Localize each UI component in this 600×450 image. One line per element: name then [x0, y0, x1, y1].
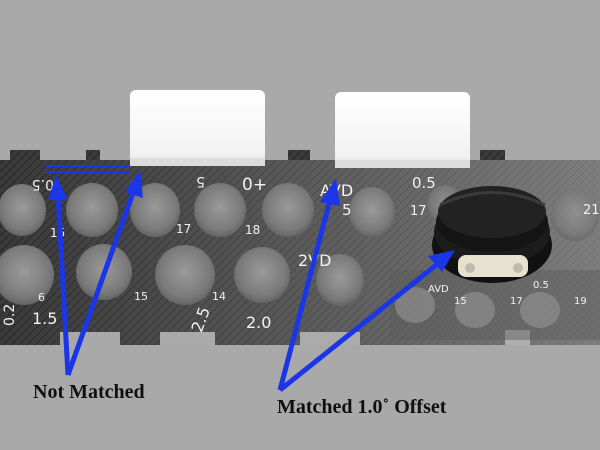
label-matched-offset: Matched 1.0˚ Offset — [277, 396, 447, 418]
marking-bottom-0: 1.5 — [32, 309, 57, 328]
arrow-left-b-head — [125, 170, 143, 198]
oring-roller — [432, 186, 552, 283]
label-not-matched: Not Matched — [33, 381, 145, 403]
marking-top-2: 0+ — [242, 175, 267, 195]
marking-mid-2: 18 — [245, 223, 260, 237]
marking-bottom-3: 0.2 — [2, 304, 18, 326]
reference-lines — [45, 165, 130, 173]
white-cap-left — [130, 90, 265, 166]
marking-top-5: 5 — [342, 201, 352, 219]
marking-top-0: 0.5 — [32, 176, 54, 192]
arrow-right-a-head — [320, 178, 340, 206]
marking-inset-1: 15 — [454, 296, 467, 307]
marking-left-2: 14 — [212, 290, 226, 303]
arrow-right-a — [277, 199, 333, 391]
arrow-left-a-head — [48, 175, 68, 200]
marking-right-0: 17 — [410, 204, 427, 219]
annotation-arrows — [48, 170, 455, 392]
arrow-left-b — [65, 189, 137, 376]
marking-mid-1: 17 — [176, 222, 191, 236]
marking-left-0: 6 — [38, 291, 45, 304]
marking-inset-0: AVD — [428, 284, 449, 295]
marking-inset-4: 0.5 — [533, 280, 549, 291]
marking-inset-3: 19 — [574, 296, 587, 307]
arrow-right-b-head — [428, 250, 455, 272]
marking-bottom-2: 2.0 — [246, 313, 271, 332]
marking-top-1: 5 — [196, 173, 205, 189]
marking-left-1: 15 — [134, 290, 148, 303]
marking-inset-2: 17 — [510, 296, 523, 307]
white-cap-right — [335, 92, 470, 168]
marking-top-4: 0.5 — [412, 174, 436, 192]
arrow-left-a — [55, 194, 71, 376]
marking-right-1: 21 — [583, 203, 600, 218]
arrow-right-b — [278, 260, 442, 392]
